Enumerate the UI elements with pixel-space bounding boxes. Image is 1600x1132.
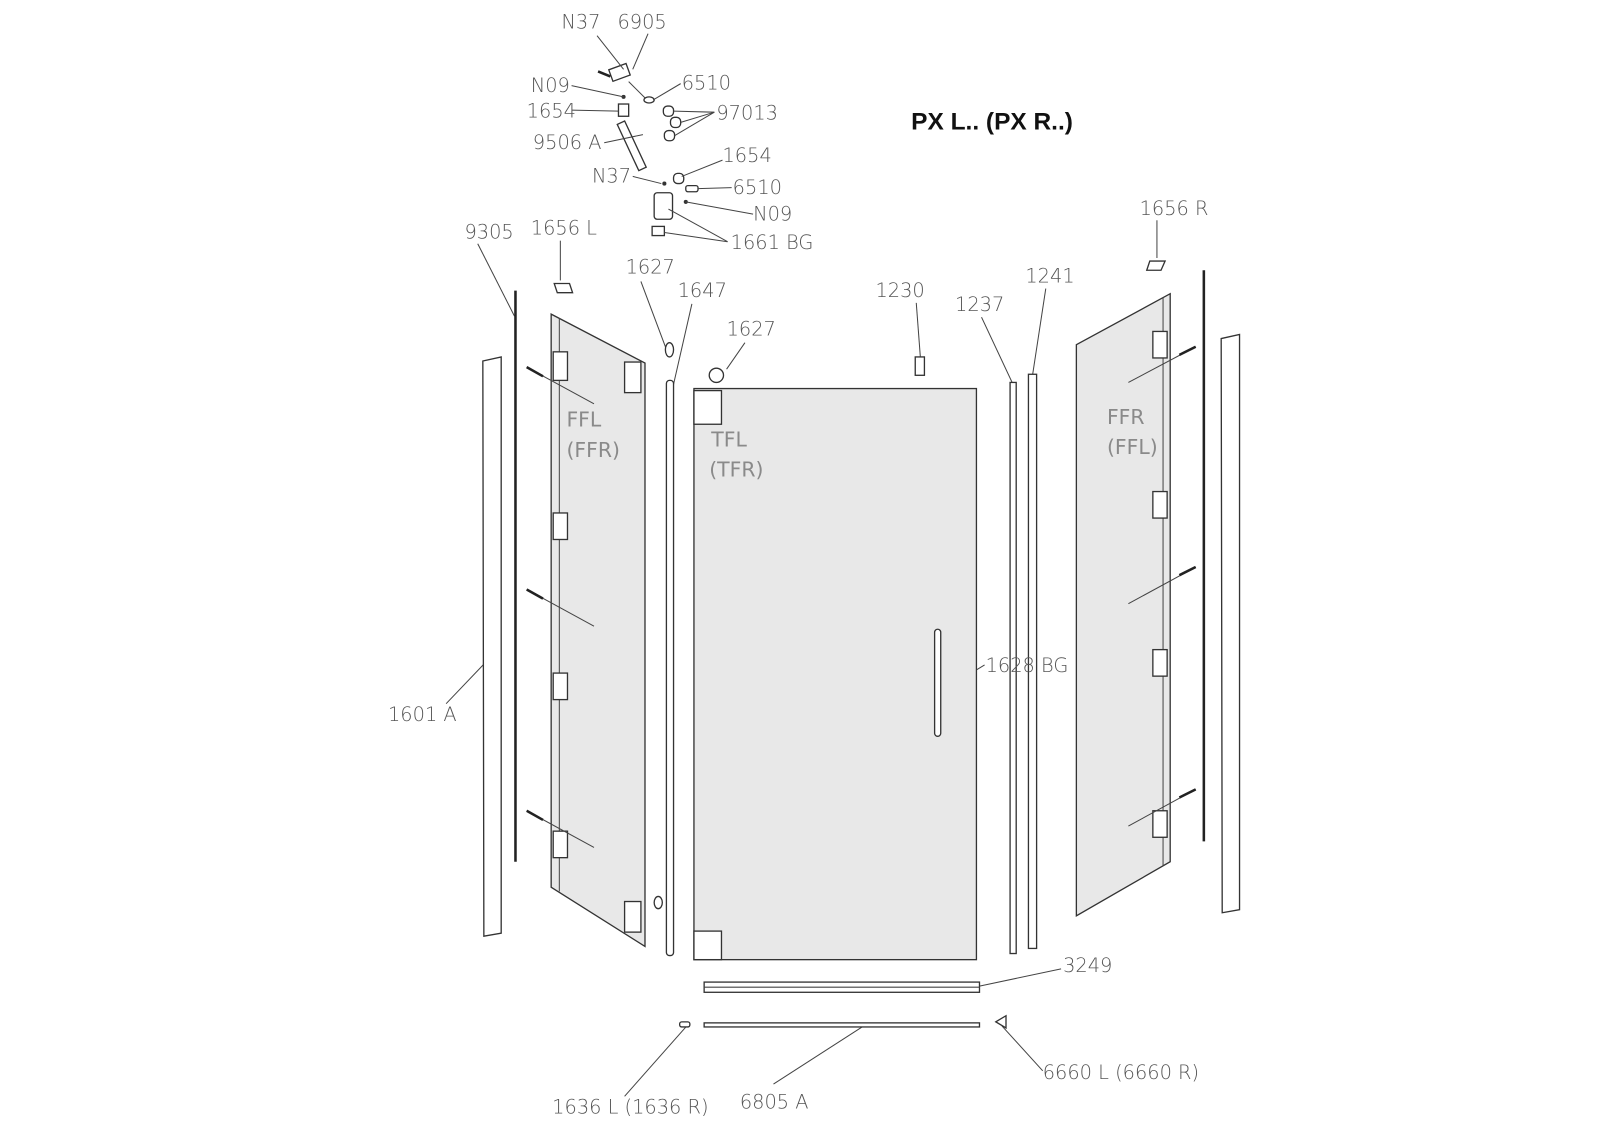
threshold-6805 (703, 1022, 981, 1028)
hinge-assembly (597, 62, 699, 237)
door-handle (933, 628, 942, 737)
callout-label: 6510 (682, 72, 731, 95)
seal-strip-1237 (1009, 381, 1017, 955)
callout-label: 1627 (626, 255, 675, 278)
panel-label-right: FFR (1107, 405, 1145, 429)
leader-lines (445, 33, 1158, 1097)
callout-label: 1628 BG (986, 654, 1069, 677)
callout-label: 1656 L (531, 217, 597, 240)
callout-label: 1636 L (1636 R) (552, 1096, 708, 1119)
callout-label: N09 (753, 202, 792, 225)
callout-label: 3249 (1063, 954, 1112, 977)
callout-label: 6510 (733, 176, 782, 199)
panel-label-door-alt: (TFR) (709, 457, 763, 481)
panel-label-left: FFL (566, 407, 601, 431)
door-panel (693, 387, 978, 961)
callout-label: 97013 (716, 101, 778, 124)
diagram-title: PX L.. (PX R..) (911, 109, 1073, 136)
callout-label: 1661 BG (731, 231, 814, 254)
callout-label: 6905 (617, 11, 666, 34)
callout-label: 9506 A (533, 131, 602, 154)
callout-label: N37 (561, 11, 600, 34)
callout-label: 6660 L (6660 R) (1043, 1061, 1199, 1084)
callout-label: 1656 R (1140, 197, 1209, 220)
callout-label: 1647 (678, 279, 727, 302)
callout-labels: N37 6905 N09 6510 1654 97013 9506 A 1654… (388, 11, 1208, 1119)
callout-label: 6805 A (740, 1091, 809, 1114)
wall-profile-left (482, 356, 502, 937)
seal-strip-1647 (665, 379, 675, 957)
wall-profile-right (1220, 333, 1241, 914)
fixed-panel-left (550, 313, 646, 948)
callout-label: 1230 (875, 279, 924, 302)
callout-label: 1654 (722, 144, 771, 167)
callout-label: 1601 A (388, 703, 457, 726)
seal-strip-1241 (1027, 373, 1038, 950)
fixed-panel-right (1075, 292, 1171, 917)
wall-brackets-left (526, 341, 675, 933)
panel-label-left-alt: (FFR) (566, 438, 620, 462)
callout-label: 1241 (1025, 264, 1074, 287)
callout-label: N37 (592, 165, 631, 188)
panel-label-door: TFL (710, 428, 747, 452)
callout-label: 1654 (527, 99, 576, 122)
callout-label: N09 (531, 74, 570, 97)
callout-label: 1237 (955, 293, 1004, 316)
wall-brackets-right (1128, 330, 1197, 838)
panel-label-right-alt: (FFL) (1107, 435, 1158, 459)
callout-label: 9305 (464, 221, 513, 244)
callout-label: 1627 (727, 318, 776, 341)
